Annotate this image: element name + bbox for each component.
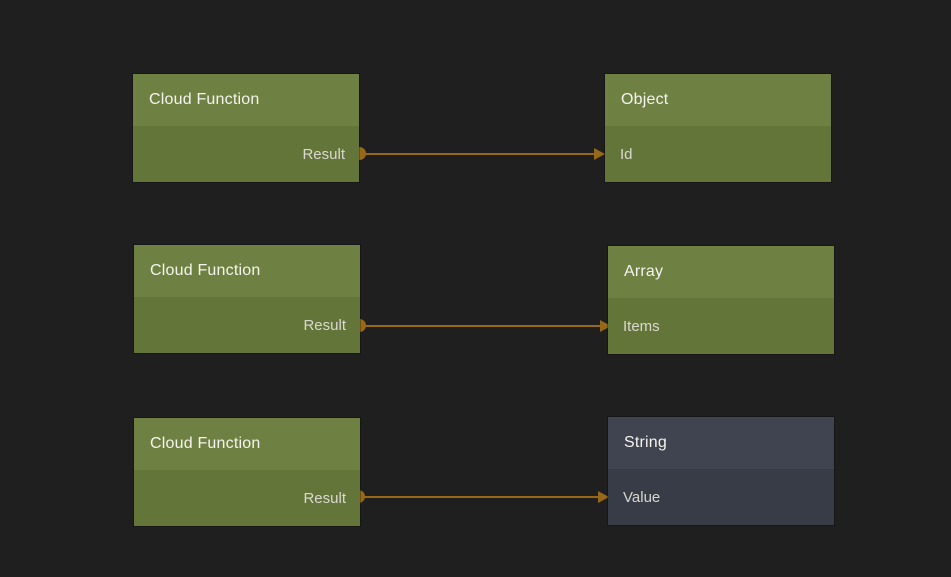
node-title[interactable]: Cloud Function bbox=[134, 245, 360, 297]
connection-wire[interactable] bbox=[359, 153, 596, 155]
node-body: Items bbox=[608, 298, 834, 354]
node-title[interactable]: Array bbox=[608, 246, 834, 298]
input-port-value[interactable]: Value bbox=[623, 488, 661, 506]
connection-result-to-items[interactable] bbox=[353, 319, 611, 333]
input-port-items[interactable]: Items bbox=[623, 317, 660, 335]
node-title[interactable]: Cloud Function bbox=[133, 74, 359, 126]
output-port-result[interactable]: Result bbox=[303, 316, 346, 334]
node-body: Result bbox=[133, 126, 359, 182]
node-string[interactable]: String Value bbox=[608, 417, 834, 525]
connection-wire[interactable] bbox=[359, 325, 602, 327]
node-body: Result bbox=[134, 470, 360, 526]
node-title[interactable]: Object bbox=[605, 74, 831, 126]
node-cloud-function-1[interactable]: Cloud Function Result bbox=[133, 74, 359, 182]
node-title[interactable]: Cloud Function bbox=[134, 418, 360, 470]
node-title[interactable]: String bbox=[608, 417, 834, 469]
node-cloud-function-2[interactable]: Cloud Function Result bbox=[134, 245, 360, 353]
connection-arrowhead-icon bbox=[598, 491, 609, 503]
node-body: Id bbox=[605, 126, 831, 182]
node-cloud-function-3[interactable]: Cloud Function Result bbox=[134, 418, 360, 526]
node-array[interactable]: Array Items bbox=[608, 246, 834, 354]
output-port-result[interactable]: Result bbox=[303, 489, 346, 507]
output-port-result[interactable]: Result bbox=[302, 145, 345, 163]
node-body: Result bbox=[134, 297, 360, 353]
connection-arrowhead-icon bbox=[594, 148, 605, 160]
connection-wire[interactable] bbox=[358, 496, 600, 498]
input-port-id[interactable]: Id bbox=[620, 145, 633, 163]
connection-result-to-value[interactable] bbox=[352, 490, 609, 504]
connection-result-to-id[interactable] bbox=[353, 147, 605, 161]
connection-arrowhead-icon bbox=[600, 320, 611, 332]
node-object[interactable]: Object Id bbox=[605, 74, 831, 182]
node-body: Value bbox=[608, 469, 834, 525]
